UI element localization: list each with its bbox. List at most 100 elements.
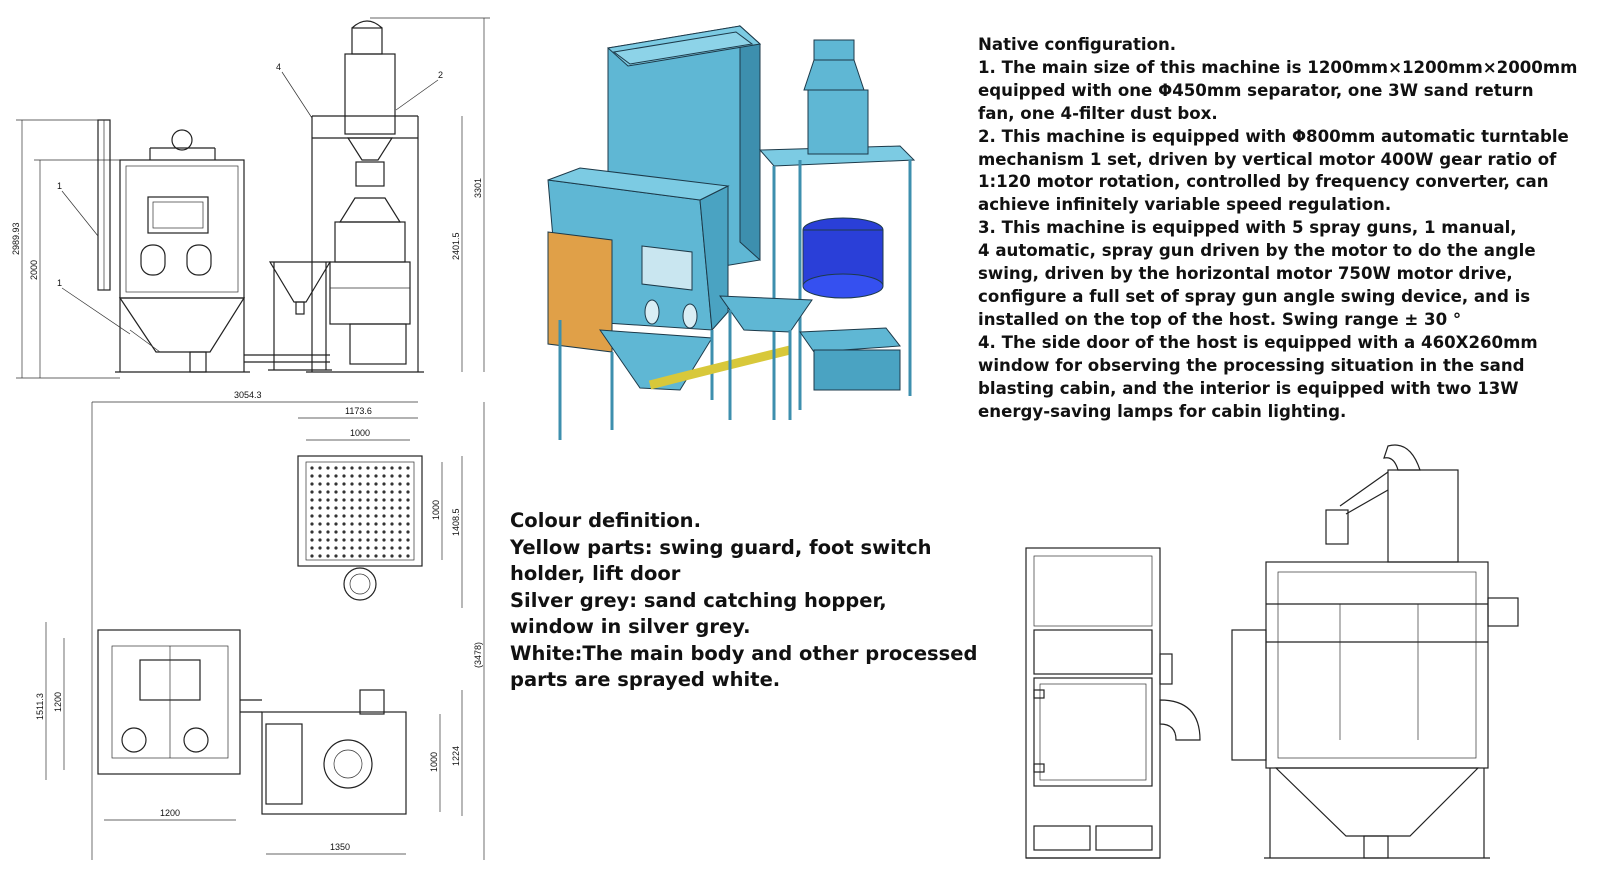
filter-hole	[350, 506, 354, 510]
dim-tower-height: 3301	[473, 178, 483, 198]
filter-hole	[358, 506, 362, 510]
filter-hole	[342, 474, 346, 478]
filter-hole	[358, 538, 362, 542]
native-config-line: Native configuration.	[978, 35, 1177, 54]
filter-hole	[406, 522, 410, 526]
callout-label: 1	[57, 278, 62, 288]
dim-host-inner: 1200	[53, 692, 63, 712]
dim-collector-width: 1350	[330, 842, 350, 852]
filter-hole	[318, 466, 322, 470]
filter-hole	[342, 522, 346, 526]
filter-hole	[326, 498, 330, 502]
filter-hole	[358, 482, 362, 486]
native-config-line: blasting cabin, and the interior is equi…	[978, 378, 1519, 398]
native-config-line: swing, driven by the horizontal motor 75…	[978, 264, 1513, 284]
filter-hole	[318, 474, 322, 478]
filter-hole	[390, 554, 394, 558]
filter-hole	[310, 474, 314, 478]
filter-hole	[406, 514, 410, 518]
filter-hole	[374, 554, 378, 558]
filter-hole	[390, 474, 394, 478]
filter-hole	[326, 466, 330, 470]
filter-hole	[398, 546, 402, 550]
filter-hole	[310, 522, 314, 526]
filter-hole	[334, 522, 338, 526]
native-config-line: window for observing the processing situ…	[978, 355, 1525, 375]
filter-hole	[382, 514, 386, 518]
filter-hole	[366, 482, 370, 486]
filter-hole	[390, 482, 394, 486]
filter-hole	[398, 490, 402, 494]
filter-hole	[350, 474, 354, 478]
filter-hole	[310, 490, 314, 494]
native-config-line: 4. The side door of the host is equipped…	[978, 332, 1538, 352]
filter-hole	[398, 522, 402, 526]
filter-hole	[350, 522, 354, 526]
filter-hole	[366, 474, 370, 478]
filter-hole	[318, 546, 322, 550]
filter-hole	[318, 498, 322, 502]
filter-hole	[382, 482, 386, 486]
colour-def-line: holder, lift door	[510, 562, 681, 585]
filter-hole	[350, 530, 354, 534]
filter-hole	[366, 522, 370, 526]
filter-hole	[406, 474, 410, 478]
filter-hole	[398, 514, 402, 518]
filter-hole	[406, 498, 410, 502]
filter-hole	[390, 538, 394, 542]
filter-hole	[334, 466, 338, 470]
filter-hole	[366, 490, 370, 494]
filter-hole	[318, 514, 322, 518]
filter-hole	[326, 514, 330, 518]
filter-hole	[398, 466, 402, 470]
colour-def-line: Silver grey: sand catching hopper,	[510, 588, 887, 612]
filter-hole	[342, 490, 346, 494]
callout-label: 1	[57, 181, 62, 191]
filter-hole	[398, 474, 402, 478]
colour-def-line: White:The main body and other processed	[510, 641, 978, 665]
dim-inner-height: 1000	[431, 500, 441, 520]
filter-hole	[374, 466, 378, 470]
filter-hole	[406, 466, 410, 470]
native-config-line: 1:120 motor rotation, controlled by freq…	[978, 172, 1549, 192]
dim-inner-width: 1000	[350, 428, 370, 438]
filter-hole	[390, 490, 394, 494]
filter-hole	[350, 466, 354, 470]
filter-hole	[406, 546, 410, 550]
filter-hole	[310, 498, 314, 502]
native-configuration-text: Native configuration. 1. The main size o…	[978, 34, 1596, 423]
filter-hole	[310, 546, 314, 550]
filter-hole	[350, 554, 354, 558]
filter-hole	[406, 506, 410, 510]
filter-hole	[382, 490, 386, 494]
filter-hole	[326, 546, 330, 550]
filter-hole	[334, 554, 338, 558]
dim-cabinet-height: 2000	[29, 260, 39, 280]
filter-hole	[382, 498, 386, 502]
filter-hole	[350, 514, 354, 518]
filter-hole	[390, 498, 394, 502]
filter-hole	[334, 482, 338, 486]
filter-hole	[366, 546, 370, 550]
filter-hole	[366, 538, 370, 542]
filter-hole	[350, 482, 354, 486]
filter-hole	[406, 482, 410, 486]
filter-hole	[366, 466, 370, 470]
filter-hole	[318, 554, 322, 558]
filter-hole	[342, 546, 346, 550]
filter-hole	[334, 530, 338, 534]
filter-hole	[374, 530, 378, 534]
filter-hole	[342, 554, 346, 558]
filter-hole	[342, 538, 346, 542]
filter-hole	[310, 530, 314, 534]
dim-total-depth: (3478)	[473, 642, 483, 668]
isometric-3d-model	[547, 24, 916, 440]
filter-hole	[326, 554, 330, 558]
colour-def-line: Yellow parts: swing guard, foot switch	[510, 535, 932, 559]
filter-hole	[374, 498, 378, 502]
filter-hole	[374, 514, 378, 518]
filter-hole	[326, 506, 330, 510]
filter-hole	[310, 482, 314, 486]
native-config-line: 2. This machine is equipped with Φ800mm …	[978, 126, 1569, 146]
